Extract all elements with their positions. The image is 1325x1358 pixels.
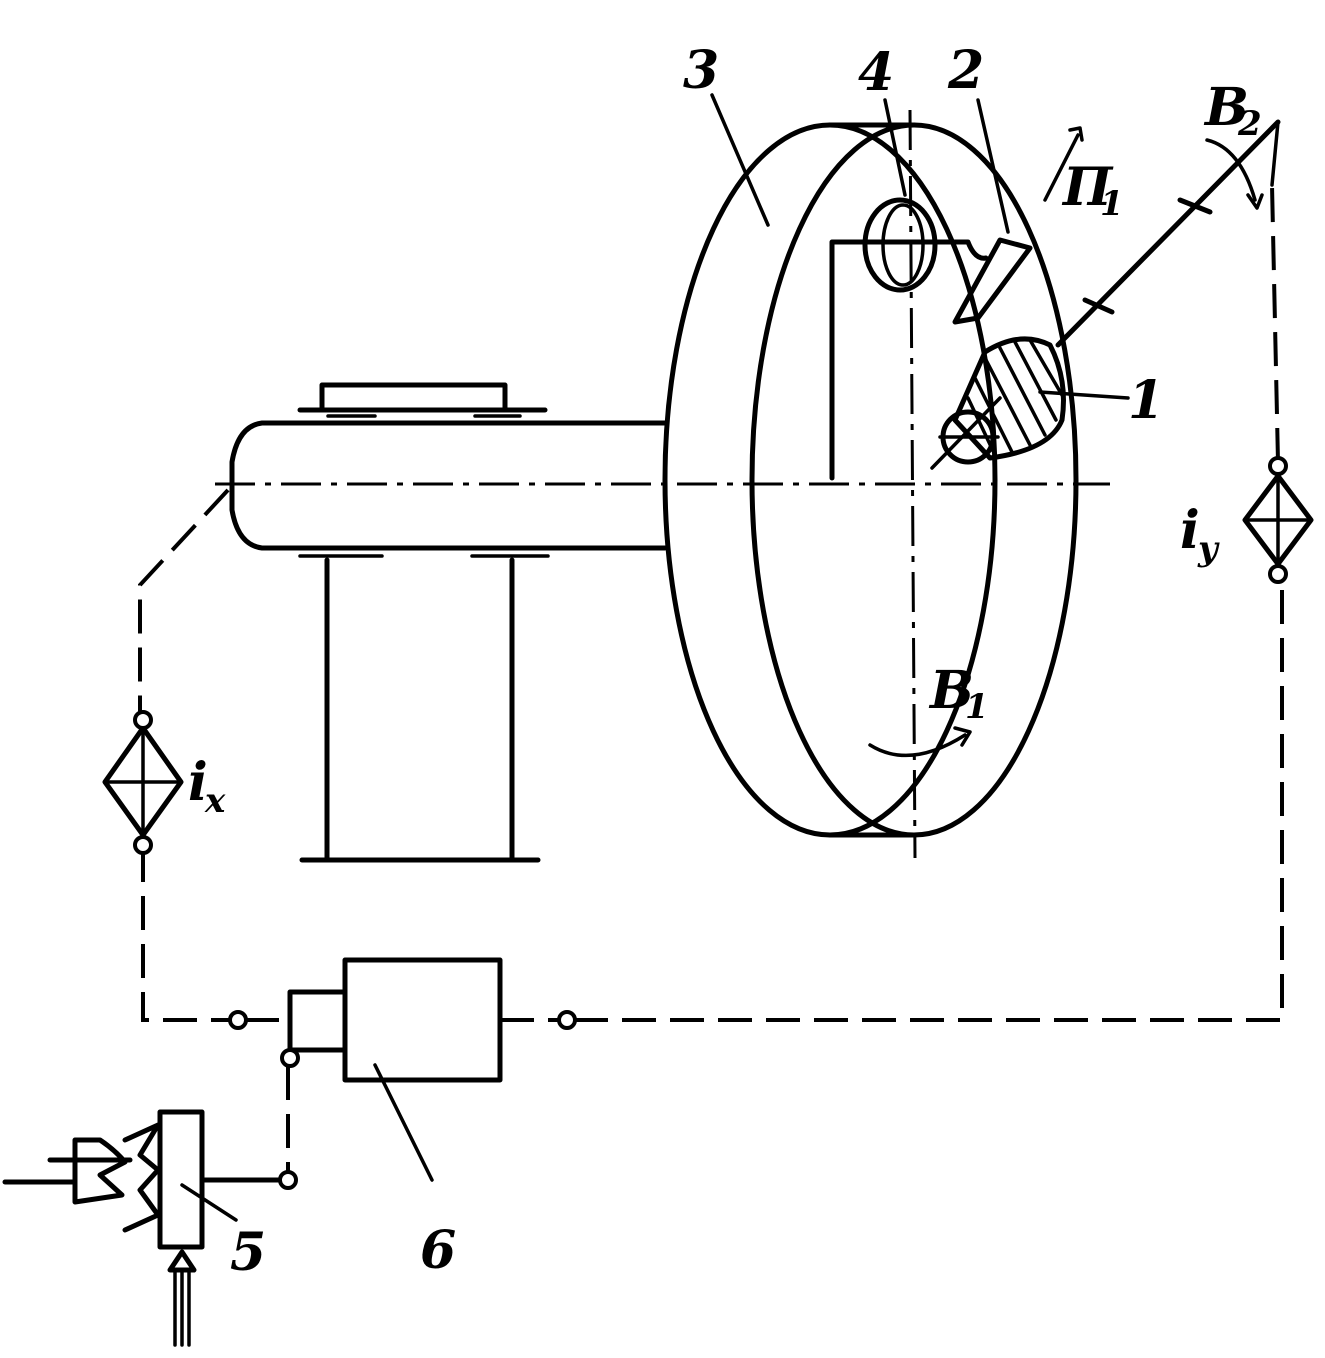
label-b2-sub: 2	[1237, 104, 1262, 144]
label-b1-main: B	[928, 660, 974, 721]
workpiece-gear	[930, 336, 1066, 470]
label-iy-sub: y	[1197, 529, 1220, 569]
tool-holder	[829, 237, 1033, 481]
kinematic-chain	[138, 184, 1284, 1172]
leader-lines	[180, 93, 1130, 1222]
cradle-disk	[662, 122, 1079, 838]
label-ix-main: i	[188, 752, 208, 813]
label-part-5: 5	[230, 1222, 266, 1283]
label-n1-sub: 1	[1100, 184, 1124, 224]
label-part-1: 1	[1128, 370, 1164, 431]
spindle-housing	[229, 382, 668, 863]
label-iy-main: i	[1180, 500, 1200, 561]
label-n1-main: П	[1061, 157, 1114, 218]
eccentric-4	[862, 197, 938, 293]
control-block-6	[228, 957, 577, 1083]
axis-lines	[215, 109, 1110, 859]
label-part-2: 2	[947, 40, 984, 101]
drive-unit-5	[2, 1109, 298, 1347]
motion-arrows	[868, 126, 1264, 758]
ratio-iy-block	[1242, 456, 1314, 584]
label-b2-main: B	[1203, 77, 1249, 138]
label-ix-sub: x	[204, 781, 226, 821]
label-part-3: 3	[683, 40, 719, 101]
label-b1-sub: 1	[965, 687, 989, 727]
label-part-4: 4	[858, 42, 894, 103]
label-part-6: 6	[420, 1220, 456, 1281]
ratio-ix-block	[102, 710, 184, 855]
workpiece-spindle	[1055, 119, 1281, 348]
